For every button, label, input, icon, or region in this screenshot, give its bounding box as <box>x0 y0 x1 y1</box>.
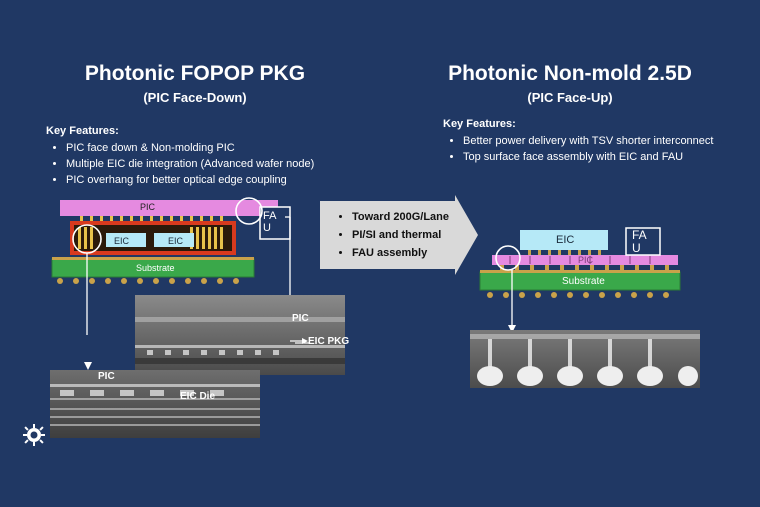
right-subtitle: (PIC Face-Up) <box>527 90 613 105</box>
left-title: Photonic FOPOP PKG <box>84 62 306 85</box>
right-pic <box>492 255 678 265</box>
left-subtitle: (PIC Face-Down) <box>143 90 247 105</box>
sem-upper-pic-label: PIC <box>292 313 309 324</box>
left-sem-lower-image <box>50 370 260 438</box>
left-highlight-circle-fau <box>235 197 263 225</box>
left-eic-label-1: EIC <box>114 236 130 246</box>
left-substrate-label: Substrate <box>136 263 175 273</box>
left-eic-label-2: EIC <box>168 236 184 246</box>
left-feature-item: Multiple EIC die integration (Advanced w… <box>66 156 314 172</box>
right-features-list: Better power delivery with TSV shorter i… <box>443 133 713 165</box>
callout-list: Toward 200G/Lane PI/SI and thermal FAU a… <box>330 208 449 262</box>
left-feature-item: PIC overhang for better optical edge cou… <box>66 172 314 188</box>
left-key-features: Key Features: PIC face down & Non-moldin… <box>46 125 314 188</box>
sem-lower-eic-die-label: EIC Die <box>180 391 216 402</box>
left-fau-label: FA U <box>263 210 277 234</box>
right-package-diagram <box>479 227 681 333</box>
right-highlight-circle <box>495 245 521 271</box>
callout-box: Toward 200G/Lane PI/SI and thermal FAU a… <box>330 208 449 262</box>
right-sem-image <box>470 330 700 388</box>
left-pic <box>60 200 278 216</box>
left-pic-label: PIC <box>140 202 156 212</box>
bottom-solder-balls <box>57 278 239 284</box>
right-title: Photonic Non-mold 2.5D <box>448 62 692 85</box>
left-feature-item: PIC face down & Non-molding PIC <box>66 140 314 156</box>
left-eic-die-2 <box>154 233 194 247</box>
right-pic-label: PIC <box>578 255 594 265</box>
callout-item: PI/SI and thermal <box>352 226 449 244</box>
callout-item: FAU assembly <box>352 244 449 262</box>
right-substrate-label: Substrate <box>562 276 605 287</box>
right-key-features-heading: Key Features: <box>443 118 516 130</box>
right-fau <box>625 227 661 256</box>
sem-lower-pointer-icon <box>84 362 92 370</box>
right-eic <box>520 230 608 250</box>
sem-lower-pic-label: PIC <box>98 371 115 382</box>
right-feature-item: Better power delivery with TSV shorter i… <box>463 133 713 149</box>
left-eic-die-1 <box>106 233 146 247</box>
sem-upper-eic-pkg-label: EIC PKG <box>308 336 350 347</box>
sem-upper-pointer-icon <box>290 338 308 344</box>
right-key-features: Key Features: Better power delivery with… <box>443 118 713 165</box>
left-key-features-heading: Key Features: <box>46 125 119 137</box>
left-features-list: PIC face down & Non-molding PIC Multiple… <box>46 140 314 188</box>
left-package-diagram <box>51 197 294 335</box>
right-bottom-solder-balls <box>487 292 669 298</box>
right-fau-label: FA U <box>632 228 647 255</box>
gear-logo-icon <box>23 424 45 446</box>
right-eic-label: EIC <box>556 234 575 246</box>
left-sem-upper-image <box>135 295 345 375</box>
callout-arrow-shape <box>320 195 478 275</box>
right-feature-item: Top surface face assembly with EIC and F… <box>463 149 713 165</box>
callout-item: Toward 200G/Lane <box>352 208 449 226</box>
